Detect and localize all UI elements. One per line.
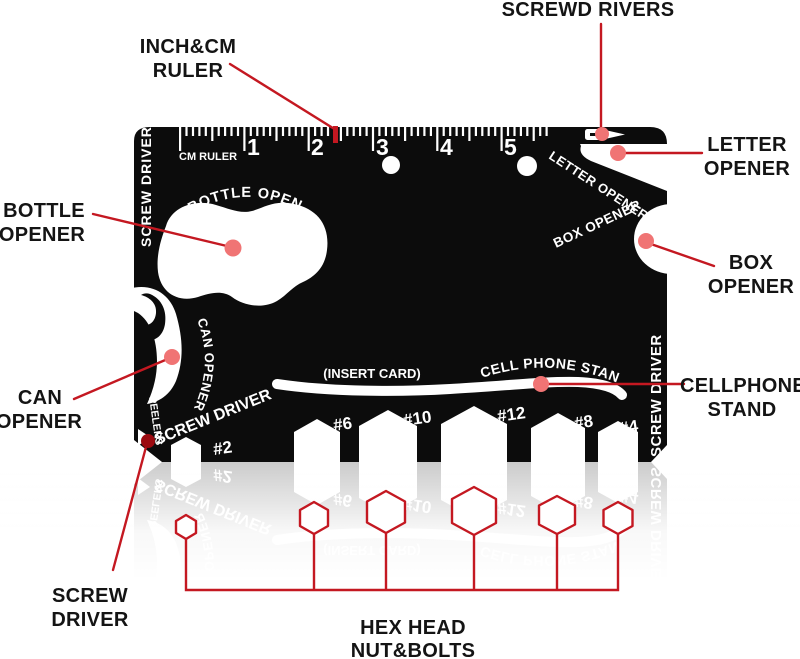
leader-line-inch-cm-ruler (228, 62, 338, 132)
ruler-number: 4 (440, 134, 453, 160)
label-box-opener-line1: BOX (729, 252, 774, 274)
hex-bolt-outline (537, 494, 577, 536)
label-bottle-opener-line1: BOTTLE (3, 200, 85, 222)
ruler-number: 2 (311, 134, 324, 160)
label-screw-driver-line1: SCREW (52, 585, 128, 607)
hex-socket-label: #4 (618, 416, 640, 438)
label-cellphone-stand-line1: CELLPHONE (680, 375, 800, 397)
pointer-dot-box-opener (638, 233, 654, 249)
hex-socket-cutout (441, 406, 507, 462)
pointer-dot-letter-opener (610, 145, 626, 161)
hex-socket-label: #10 (402, 407, 433, 430)
hex-socket-label: #2 (212, 438, 233, 459)
hex-bolt-outline (298, 500, 330, 536)
can-opener-hook (137, 293, 166, 341)
leader-line-can-opener (72, 356, 172, 401)
pointer-dot-screw-driver (141, 434, 155, 448)
label-hex-head-line2: NUT&BOLTS (351, 640, 476, 659)
ruler-ticks (179, 127, 548, 151)
can-opener-cutout (128, 286, 182, 404)
ruler-cm-label: CM RULER (179, 151, 237, 163)
label-hex-head-line1: HEX HEAD (360, 617, 466, 639)
engraving-insert-card: (INSERT CARD) (323, 366, 421, 381)
label-letter-opener-line2: OPENER (704, 158, 791, 180)
ruler: CM RULER 1 2 3 4 5 (179, 127, 548, 163)
label-can-opener-line2: OPENER (0, 411, 82, 433)
hex-bolt-outline (174, 513, 198, 541)
letter-opener-slot (580, 144, 700, 191)
hex-socket-label: #8 (573, 412, 594, 433)
leader-line-box-opener (646, 241, 716, 268)
engraving-screw-driver-right: SCREW DRIVER (648, 334, 665, 457)
multitool-card: CM RULER 1 2 3 4 5 SCREW DRIVER BOTTLE O… (128, 126, 710, 462)
hex-socket-label: #6 (332, 414, 353, 435)
hex-socket-label: #12 (496, 403, 527, 426)
label-inch-cm-ruler-line1: INCH&CM (140, 36, 237, 58)
hole-icon (517, 156, 537, 176)
hex-socket-cutout (598, 421, 638, 462)
label-bottle-opener-line2: OPENER (0, 224, 85, 246)
pointer-dot-cellphone-stand (533, 376, 549, 392)
label-screw-driver-line2: DRIVER (51, 609, 129, 631)
label-inch-cm-ruler-line2: RULER (153, 60, 224, 82)
ruler-number: 5 (504, 134, 517, 160)
hex-bracket (184, 531, 620, 592)
box-opener-notch (634, 204, 710, 274)
hex-bolt-outline (450, 485, 498, 537)
hex-socket-cutout (171, 437, 201, 462)
hole-icon (382, 156, 400, 174)
pointer-dot-bottle-opener (224, 239, 242, 257)
label-can-opener-line1: CAN (18, 387, 62, 409)
leader-line-screw-driver (111, 445, 148, 572)
label-box-opener-line2: OPENER (708, 276, 795, 298)
label-screwd-rivers: SCREWD RIVERS (502, 0, 675, 21)
ruler-number: 1 (247, 134, 260, 160)
ruler-pointer-tick (333, 126, 338, 143)
label-cellphone-stand-line2: STAND (708, 399, 777, 421)
pointer-dot-can-opener (164, 349, 180, 365)
hex-bolt-outline (365, 489, 407, 535)
pointer-dot-screwd-rivers (595, 127, 609, 141)
hex-socket-cutout (359, 410, 417, 462)
hex-socket-cutout (294, 419, 340, 462)
ruler-number: 3 (376, 134, 389, 160)
screwdriver-bit-tip-icon (605, 130, 625, 139)
engraving-screw-driver-left: SCREW DRIVER (138, 126, 154, 247)
bottle-opener-cutout (157, 202, 328, 306)
leader-line-bottle-opener (91, 212, 233, 249)
label-letter-opener-line1: LETTER (707, 134, 787, 156)
hex-socket-cutout (531, 413, 585, 462)
hex-bolt-outline (602, 500, 634, 536)
